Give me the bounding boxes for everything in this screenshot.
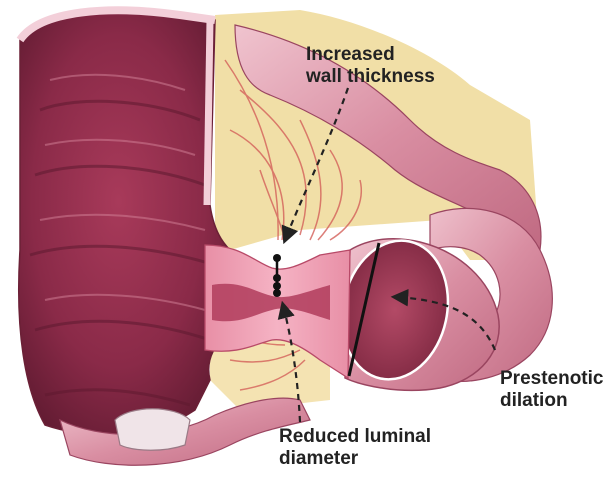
wall-thickness-markers — [273, 254, 281, 297]
bowel-wall-edge-right — [207, 20, 210, 205]
label-pre-line1: Prestenotic — [500, 368, 603, 390]
label-red-line2: diameter — [279, 448, 431, 470]
label-red-line1: Reduced luminal — [279, 426, 431, 448]
label-prestenotic-dilation: Prestenotic dilation — [500, 368, 603, 412]
label-wall-line2: wall thickness — [306, 66, 435, 88]
label-increased-wall-thickness: Increased wall thickness — [306, 44, 435, 88]
label-wall-line1: Increased — [306, 44, 435, 66]
label-reduced-luminal-diameter: Reduced luminal diameter — [279, 426, 431, 470]
bowel-stump — [115, 409, 190, 451]
label-pre-line2: dilation — [500, 390, 603, 412]
